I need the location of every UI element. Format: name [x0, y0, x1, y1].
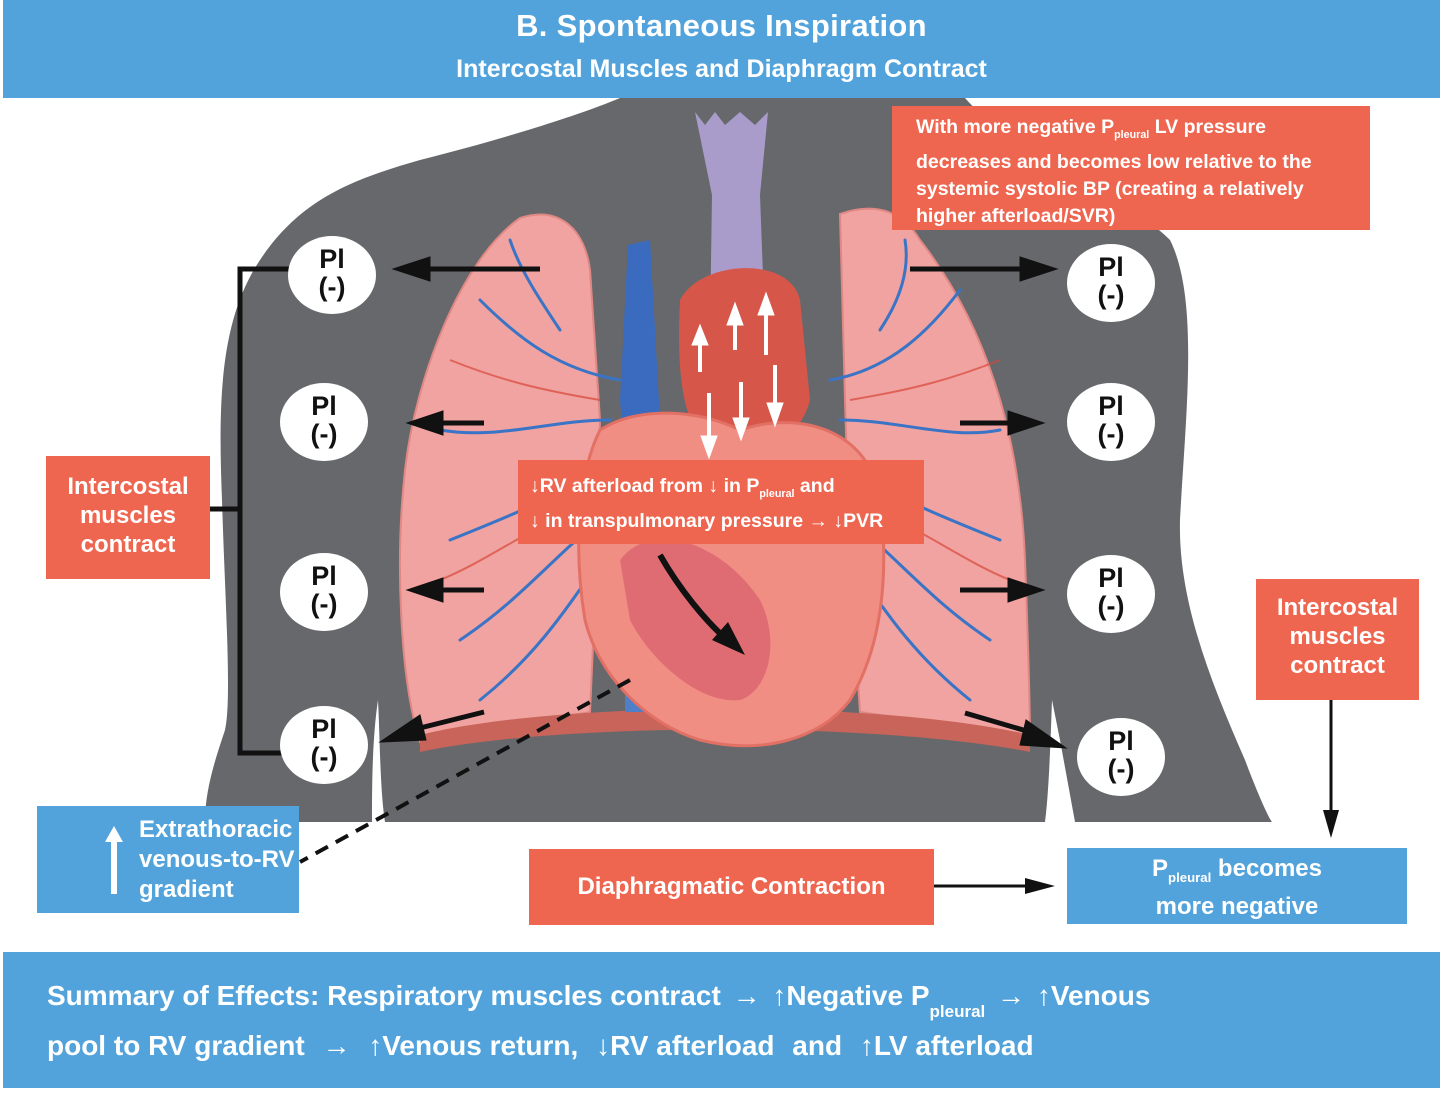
- summary-banner: Summary of Effects: Respiratory muscles …: [3, 952, 1440, 1088]
- lv-pressure-note: With more negative Ppleural LV pressure …: [892, 106, 1370, 230]
- down-arrow-icon: ↓: [596, 1030, 611, 1061]
- pleural-label: Pl: [311, 561, 337, 591]
- summary-text: RV afterload: [610, 1030, 775, 1061]
- diaphragm: [420, 708, 1030, 752]
- intercostal-line3: contract: [80, 531, 176, 558]
- summary-text: pool to RV gradient: [47, 1030, 305, 1061]
- pleural-marker-right-2: Pl(-): [1067, 383, 1155, 461]
- dashed-connector: [299, 678, 631, 864]
- title-banner: B. Spontaneous Inspiration Intercostal M…: [3, 0, 1440, 98]
- extrathoracic-gradient-box: Extrathoracic venous-to-RV gradient: [37, 806, 299, 913]
- pleural-sign: (-): [1097, 280, 1125, 310]
- pleural-sign: (-): [310, 419, 338, 449]
- diaphragm-label: Diaphragmatic Contraction: [577, 873, 886, 900]
- extrathoracic-line2: venous-to-RV: [139, 846, 295, 873]
- lv-note-line2: decreases and becomes low relative to th…: [916, 150, 1312, 173]
- summary-subscript: pleural: [929, 1002, 986, 1021]
- pleural-result-text: becomes: [1211, 855, 1322, 882]
- summary-text: Venous return,: [382, 1030, 579, 1061]
- left-lung: [399, 213, 602, 744]
- extrathoracic-line3: gradient: [139, 876, 234, 903]
- right-arrow-icon: →: [997, 980, 1026, 1011]
- lv-note-line1: With more negative Ppleural LV pressure: [916, 114, 1370, 149]
- rv-note-text: and: [794, 475, 835, 497]
- pleural-result-box: Ppleural becomes more negative: [1067, 848, 1407, 924]
- expansion-arrows-right: [910, 256, 1068, 749]
- summary-line2: pool to RV gradient → ↑Venous return, ↓R…: [47, 1030, 1034, 1062]
- pleural-sign: (-): [310, 589, 338, 619]
- pleural-marker-right-3: Pl(-): [1067, 555, 1155, 633]
- pleural-label: Pl: [1098, 252, 1124, 282]
- rv-note-line1: ↓RV afterload from ↓ in Ppleural and: [530, 473, 924, 508]
- rv-note-text: ↓RV afterload from ↓ in P: [530, 475, 760, 497]
- pleural-marker-left-3: Pl(-): [280, 553, 368, 631]
- pleural-label: Pl: [1108, 726, 1134, 756]
- pleural-result-text: P: [1152, 855, 1169, 882]
- flow-arrows-down: [700, 365, 784, 460]
- up-arrow-icon: ↑: [368, 1030, 383, 1061]
- up-arrow-icon: ↑: [1036, 980, 1051, 1011]
- lv-note-text: LV pressure: [1149, 116, 1266, 138]
- up-arrow-icon: ↑: [859, 1030, 874, 1061]
- pleural-label: Pl: [1098, 391, 1124, 421]
- summary-text: and: [792, 1030, 843, 1061]
- pleural-result-subscript: pleural: [1168, 869, 1212, 885]
- rv-afterload-note: ↓RV afterload from ↓ in Ppleural and ↓ i…: [518, 460, 924, 544]
- diaphragmatic-contraction-box: Diaphragmatic Contraction: [529, 849, 934, 925]
- ventricle-flow-arrow: [657, 553, 745, 655]
- right-arrow-icon: →: [732, 980, 761, 1011]
- pleural-sign: (-): [1097, 591, 1125, 621]
- lv-note-line4: higher afterload/SVR): [916, 204, 1116, 227]
- diaphragm-to-pleural-arrow: [934, 878, 1055, 894]
- expansion-arrows-left: [378, 256, 540, 743]
- rv-note-line2: ↓ in transpulmonary pressure → ↓PVR: [530, 509, 884, 532]
- summary-text: Negative P: [786, 980, 930, 1011]
- up-arrow-icon: ↑: [772, 980, 787, 1011]
- page-title: B. Spontaneous Inspiration: [516, 8, 927, 43]
- page-subtitle: Intercostal Muscles and Diaphragm Contra…: [456, 55, 987, 83]
- pleural-marker-left-2: Pl(-): [280, 383, 368, 461]
- pleural-marker-right-4: Pl(-): [1077, 718, 1165, 796]
- intercostal-line2: muscles: [1289, 623, 1386, 650]
- pleural-sign: (-): [318, 272, 346, 302]
- pleural-label: Pl: [1098, 563, 1124, 593]
- extrathoracic-line1: Extrathoracic: [139, 816, 293, 843]
- summary-line1: Summary of Effects: Respiratory muscles …: [47, 980, 1150, 1022]
- rv-note-subscript: pleural: [759, 487, 795, 500]
- summary-text: LV afterload: [873, 1030, 1034, 1061]
- intercostal-line1: Intercostal: [67, 473, 189, 500]
- intercostal-line2: muscles: [79, 502, 177, 529]
- up-arrow-icon: [105, 826, 123, 894]
- pleural-marker-left-1: Pl(-): [288, 236, 376, 314]
- pleural-sign: (-): [1107, 754, 1135, 784]
- right-intercostal-box: Intercostal muscles contract: [1256, 579, 1419, 700]
- pleural-marker-left-4: Pl(-): [280, 706, 368, 784]
- pleural-sign: (-): [1097, 419, 1125, 449]
- pleural-sign: (-): [310, 742, 338, 772]
- intercostal-line3: contract: [1290, 652, 1385, 679]
- pleural-result-line1: Ppleural becomes: [1067, 854, 1407, 892]
- heart-chamber: [620, 539, 771, 701]
- pleural-label: Pl: [319, 244, 345, 274]
- pleural-label: Pl: [311, 391, 337, 421]
- pleural-result-line2: more negative: [1155, 892, 1319, 920]
- summary-text: Venous: [1050, 980, 1151, 1011]
- right-arrow-icon: →: [322, 1030, 351, 1061]
- lv-note-line3: systemic systolic BP (creating a relativ…: [916, 177, 1304, 200]
- right-intercostal-arrow: [1323, 700, 1339, 838]
- left-bracket: [210, 266, 290, 756]
- pleural-label: Pl: [311, 714, 337, 744]
- intercostal-line1: Intercostal: [1276, 594, 1399, 621]
- lv-note-text: With more negative P: [916, 116, 1115, 138]
- left-intercostal-box: Intercostal muscles contract: [46, 456, 210, 579]
- flow-arrows-up: [691, 291, 775, 372]
- lv-note-subscript: pleural: [1114, 128, 1150, 141]
- pleural-marker-right-1: Pl(-): [1067, 244, 1155, 322]
- summary-text: Summary of Effects: Respiratory muscles …: [47, 980, 721, 1011]
